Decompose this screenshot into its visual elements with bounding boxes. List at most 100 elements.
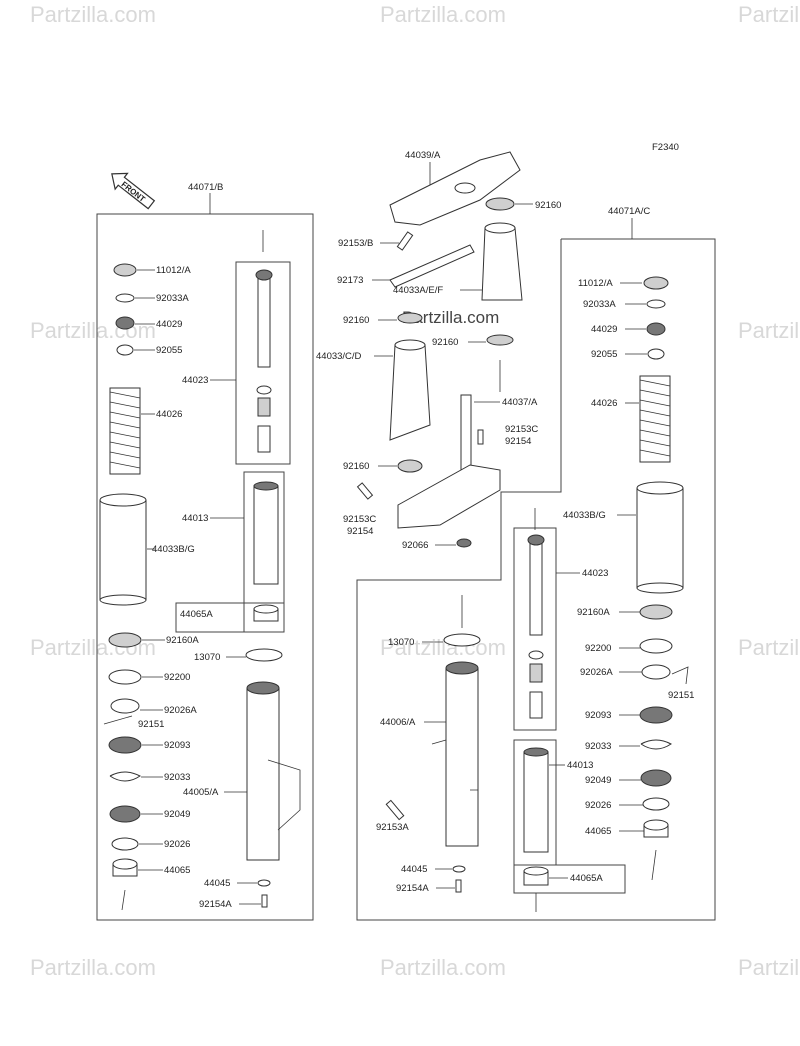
watermark-lr: Partzilla.com xyxy=(738,635,800,660)
part-cap-11012a xyxy=(113,263,137,277)
label-r-92049: 92049 xyxy=(585,775,611,786)
label-l-92160a: 92160A xyxy=(166,635,199,646)
label-l-44013: 44013 xyxy=(182,513,208,524)
part-bracket-hole xyxy=(454,182,476,194)
label-92173: 92173 xyxy=(337,275,363,286)
part-r-small-spring xyxy=(529,663,543,683)
label-r-92151: 92151 xyxy=(668,690,694,701)
front-arrow-icon: FRONT xyxy=(111,172,156,210)
part-m-outer-tube-44006a xyxy=(431,661,479,847)
part-tube-44033bg xyxy=(99,493,147,606)
left-fork-frame xyxy=(96,213,314,921)
label-r-92160a: 92160A xyxy=(577,607,610,618)
label-r-44065: 44065 xyxy=(585,826,611,837)
part-r-seal-92049 xyxy=(640,769,672,787)
label-92153c-b: 92153C xyxy=(343,514,376,525)
part-m-washer-44045 xyxy=(452,865,466,873)
label-m-44045: 44045 xyxy=(401,864,427,875)
label-l-92093: 92093 xyxy=(164,740,190,751)
label-44071b: 44071/B xyxy=(188,182,223,193)
label-l-92055: 92055 xyxy=(156,345,182,356)
part-r-inner-44013 xyxy=(523,747,549,853)
label-92160-right: 92160 xyxy=(432,337,458,348)
part-r-bush-44065a xyxy=(523,866,549,886)
watermark-bc: Partzilla.com xyxy=(380,955,506,980)
part-r-collar-44029 xyxy=(646,322,666,336)
label-92160-left: 92160 xyxy=(343,315,369,326)
part-seal-92160-right xyxy=(486,334,514,346)
part-r-cap-11012a xyxy=(643,276,669,290)
label-r-44023: 44023 xyxy=(582,568,608,579)
part-m-bolt-92153a xyxy=(385,799,405,821)
part-lower-bracket xyxy=(397,464,501,529)
watermarks: Partzilla.com Partzilla.com Partzilla.co… xyxy=(30,2,800,980)
part-r-small-tube xyxy=(529,691,543,719)
label-l-44005a: 44005/A xyxy=(183,787,219,798)
label-92154-b: 92154 xyxy=(347,526,373,537)
label-92153c-a: 92153C xyxy=(505,424,538,435)
part-r-bush-44065 xyxy=(643,819,669,838)
right-fork-group: 44071A/C xyxy=(356,206,716,921)
label-l-92026: 92026 xyxy=(164,839,190,850)
label-r-11012a: 11012/A xyxy=(578,278,613,289)
label-l-92033a: 92033A xyxy=(156,293,189,304)
label-l-13070: 13070 xyxy=(194,652,220,663)
label-l-92200: 92200 xyxy=(164,672,190,683)
watermark-tl: Partzilla.com xyxy=(30,2,156,27)
right-fork-frame xyxy=(356,238,716,921)
part-r-oring-92055 xyxy=(647,348,665,360)
left-fork-group: 44071/B xyxy=(96,182,314,921)
part-r-tube-44033bg xyxy=(636,481,684,594)
part-r-bush-92026 xyxy=(642,797,670,811)
part-outer-tube-44005a xyxy=(246,681,301,861)
part-bolt-92153c-a xyxy=(477,429,484,445)
part-clip-92033 xyxy=(109,771,141,782)
part-bush-92026 xyxy=(111,837,139,851)
label-92160-lower: 92160 xyxy=(343,461,369,472)
watermark-br: Partzilla.com xyxy=(738,955,800,980)
part-r-seal-92093 xyxy=(639,706,673,724)
watermark-ml: Partzilla.com xyxy=(30,318,156,343)
center-watermark: Partzilla.com xyxy=(402,308,499,327)
label-r-92033: 92033 xyxy=(585,741,611,752)
part-bolt-92154a xyxy=(261,894,268,908)
label-r-44065a: 44065A xyxy=(570,873,603,884)
label-l-44033bg: 44033B/G xyxy=(152,544,195,555)
label-l-44065a: 44065A xyxy=(180,609,213,620)
label-44033cd: 44033/C/D xyxy=(316,351,362,362)
part-bolt-92153c-b xyxy=(356,482,374,500)
label-r-92033a: 92033A xyxy=(583,299,616,310)
label-l-92151: 92151 xyxy=(138,719,164,730)
part-clamp-92173 xyxy=(389,244,475,288)
label-l-44029: 44029 xyxy=(156,319,182,330)
part-ring-92033a xyxy=(115,293,135,303)
watermark-mr: Partzilla.com xyxy=(738,318,800,343)
part-r-damper-44023 xyxy=(527,534,545,636)
label-m-13070: 13070 xyxy=(388,637,414,648)
label-r-44033bg: 44033B/G xyxy=(563,510,606,521)
label-l-44023: 44023 xyxy=(182,375,208,386)
watermark-bl: Partzilla.com xyxy=(30,955,156,980)
label-92160-top: 92160 xyxy=(535,200,561,211)
label-l-11012a: 11012/A xyxy=(156,265,191,276)
label-44037a: 44037/A xyxy=(502,397,538,408)
part-inner-44013 xyxy=(253,481,279,585)
label-l-44045: 44045 xyxy=(204,878,230,889)
steering-group: 44039/A 92160 92153/B 92173 44033A/E/F 9… xyxy=(316,150,561,551)
part-bush-92026a xyxy=(110,698,140,714)
part-r-small-ring xyxy=(528,650,544,660)
label-l-92033: 92033 xyxy=(164,772,190,783)
part-r-spring-44026 xyxy=(639,375,671,463)
label-l-92154a: 92154A xyxy=(199,899,232,910)
part-small-ring-left xyxy=(256,385,272,395)
label-r-44013: 44013 xyxy=(567,760,593,771)
part-seal-92160-top xyxy=(485,197,515,211)
label-92153b: 92153/B xyxy=(338,238,373,249)
label-m-92154a: 92154A xyxy=(396,883,429,894)
part-cover-44033aef xyxy=(481,222,523,301)
label-r-92026: 92026 xyxy=(585,800,611,811)
label-44033aef: 44033A/E/F xyxy=(393,285,443,296)
part-cover-44033cd xyxy=(389,339,431,441)
label-92154-a: 92154 xyxy=(505,436,531,447)
